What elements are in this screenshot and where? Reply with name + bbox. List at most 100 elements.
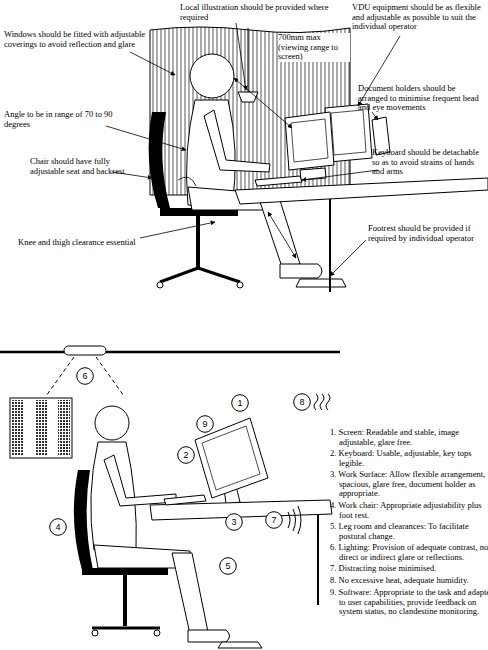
leader-line [330,240,366,276]
requirement-item: 4. Work chair: Appropriate adjustability… [330,501,488,520]
angle-arc [178,177,196,186]
heat-wave [314,394,318,410]
callout-circle: 3 [225,513,243,531]
chair-caster [154,630,160,636]
light-ray [96,357,124,396]
monitor-screen [202,426,260,490]
callout-outline [266,512,283,529]
requirement-item: 8. No excessive heat, adequate humidity. [330,576,488,586]
operator-head [190,54,234,98]
heat-wave [326,394,330,410]
callout-number: 6 [76,367,94,385]
chair-base [198,268,240,282]
ceiling-light [64,346,106,355]
callout-number: 9 [196,415,214,433]
viewing-distance-line [234,78,292,128]
noise-wave [293,509,296,531]
desk-leg [317,514,319,605]
keyboard [255,176,302,186]
leader-line [140,222,215,238]
callout-circle: 8 [293,393,311,411]
callout-outline [220,558,237,575]
noise-wave [298,506,301,534]
callout-number: 5 [219,557,237,575]
chair-caster [237,282,243,288]
callout-outline [294,394,311,411]
window [10,398,72,458]
operator-shoe [188,630,230,642]
annotation-text: Windows should be fitted with adjustable… [4,30,154,49]
window-blind [58,400,70,456]
chair-backrest [149,112,170,208]
leader-line [372,112,378,120]
operator-shoe [280,264,322,278]
chair-caster [92,630,98,636]
callout-circle: 4 [49,518,67,536]
requirement-item: 1. Screen: Readable and stable, image ad… [330,428,488,447]
callout-outline [197,416,214,433]
requirement-item: 6. Lighting: Provision of adequate contr… [330,543,488,562]
callout-number: 3 [225,513,243,531]
monitor-screen [331,110,366,155]
window-blind [35,400,47,456]
chair-column [196,216,200,268]
callout-outline [226,514,243,531]
footrest [296,279,346,287]
operator-leg [172,553,208,634]
chair-seat [82,568,168,575]
callout-circle: 2 [177,446,195,464]
callout-number: 1 [231,394,249,412]
leader-line [302,170,378,180]
operator-leg [258,194,300,267]
requirement-item: 2. Keyboard: Usable, adjustable, key top… [330,449,488,468]
requirement-item: 3. Work Surface: Allow flexible arrangem… [330,470,488,499]
requirement-item: 7. Distracting noise minimised. [330,564,488,574]
callout-circle: 7 [265,511,283,529]
leader-line [130,52,175,75]
desk-leg [329,199,331,292]
callout-number: 8 [293,393,311,411]
chair-backrest [74,470,93,570]
annotation-text: Keyboard should be detachable so as to a… [372,148,486,177]
chair-base [92,627,160,630]
operator-head [95,406,129,440]
ceiling [0,351,340,354]
annotation-text: Chair should have fully adjustable seat … [30,157,140,176]
annotation-text: 700mm max (viewing range to screen) [278,33,350,62]
chair-column [123,575,127,626]
callout-circle: 1 [231,394,249,412]
monitor-screen [291,119,328,162]
requirement-item: 5. Leg room and clearances: To facilitat… [330,522,488,541]
callout-outline [77,368,94,385]
callout-outline [232,395,249,412]
keyboard [164,495,206,505]
heat-wave [320,394,324,410]
callout-number: 7 [265,511,283,529]
leader-line [106,126,186,150]
callout-outline [50,519,67,536]
annotation-text: Angle to be in range of 70 to 90 degrees [4,110,116,129]
callout-circle: 6 [76,367,94,385]
monitor [285,112,334,170]
chair-base [160,268,198,282]
annotation-text: Knee and thigh clearance essential [18,238,218,248]
window-blind [12,400,24,456]
annotation-text: Local illustration should be provided wh… [180,3,330,22]
callout-number: 4 [49,518,67,536]
annotation-text: Footrest should be provided if required … [368,224,486,243]
annotation-text: VDU equipment should be as flexible and … [352,3,486,32]
window-blind [150,27,350,195]
lamp-cord [248,28,249,92]
requirement-item: 9. Software: Appropriate to the task and… [330,588,488,617]
callout-circle: 5 [219,557,237,575]
annotation-text: Document holders should be arranged to m… [358,84,486,113]
lamp-shade [238,92,258,102]
clearance-line [268,212,296,258]
callout-circle: 9 [196,415,214,433]
operator-arm [204,110,270,172]
noise-wave [288,512,290,528]
operator-arm [104,455,176,506]
callout-number: 2 [177,446,195,464]
chair-caster [157,282,163,288]
